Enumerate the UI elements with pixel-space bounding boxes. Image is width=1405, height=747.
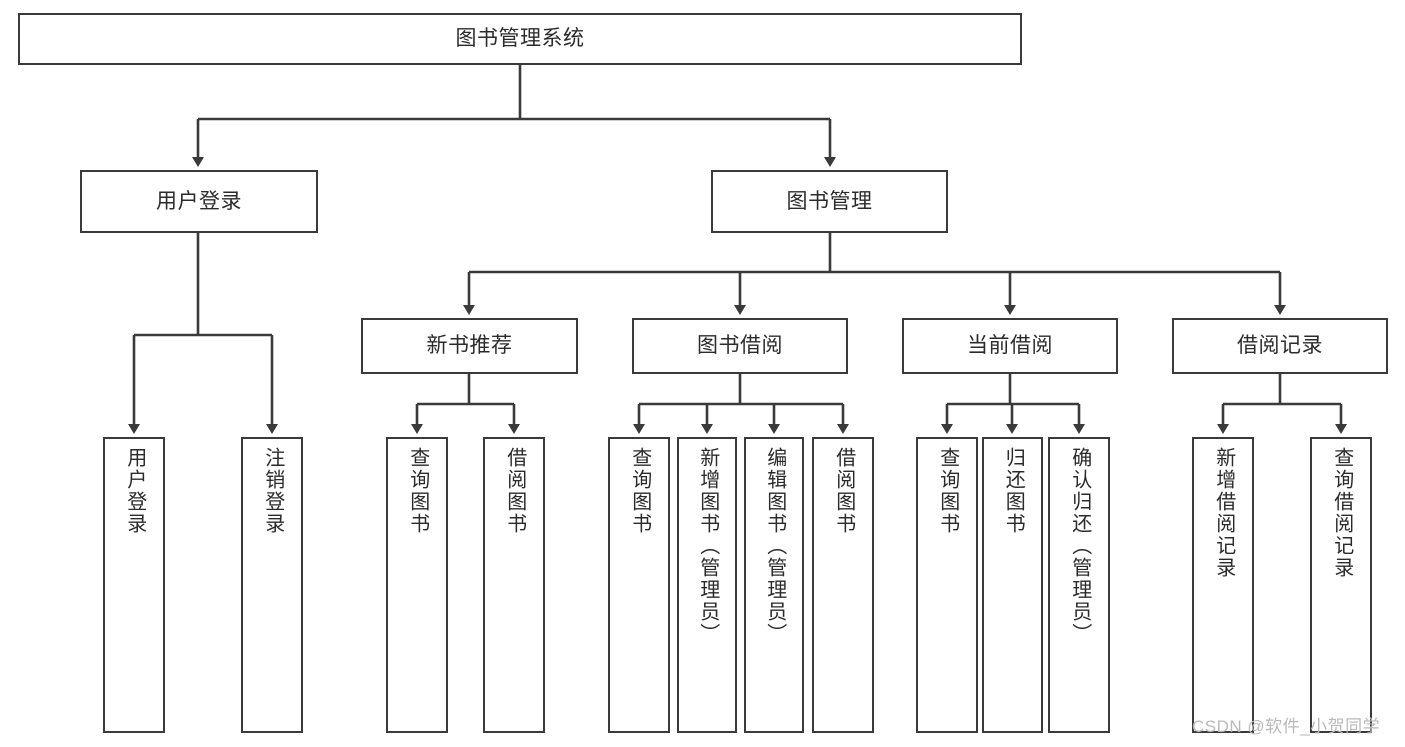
leaf-label: 归还图书 xyxy=(1002,447,1025,535)
leaf-return-book[interactable]: 归还图书 xyxy=(982,437,1043,733)
leaf-label: 注销登录 xyxy=(261,447,284,535)
csdn-watermark: CSDN @软件_小贺同学 xyxy=(1192,717,1381,736)
node-root-system[interactable]: 图书管理系统 xyxy=(18,13,1022,65)
leaf-label: 新增图书（管理员） xyxy=(696,447,719,645)
leaf-query-book-current[interactable]: 查询图书 xyxy=(916,437,978,733)
node-user-login[interactable]: 用户登录 xyxy=(80,170,318,233)
leaf-query-borrow-record[interactable]: 查询借阅记录 xyxy=(1310,437,1372,733)
node-label: 借阅记录 xyxy=(1237,334,1323,358)
leaf-label: 查询图书 xyxy=(406,447,429,535)
leaf-query-book-borrow[interactable]: 查询图书 xyxy=(608,437,670,733)
node-current-borrow[interactable]: 当前借阅 xyxy=(902,318,1118,374)
leaf-label: 编辑图书（管理员） xyxy=(763,447,786,645)
leaf-edit-book-admin[interactable]: 编辑图书（管理员） xyxy=(744,437,804,733)
leaf-label: 确认归还（管理员） xyxy=(1068,447,1091,645)
node-book-management[interactable]: 图书管理 xyxy=(711,170,948,233)
node-label: 图书借阅 xyxy=(697,334,783,358)
leaf-confirm-return-admin[interactable]: 确认归还（管理员） xyxy=(1048,437,1110,733)
leaf-label: 用户登录 xyxy=(123,447,146,535)
node-borrow-record[interactable]: 借阅记录 xyxy=(1172,318,1388,374)
leaf-add-book-admin[interactable]: 新增图书（管理员） xyxy=(677,437,737,733)
node-label: 新书推荐 xyxy=(426,334,513,358)
leaf-label: 借阅图书 xyxy=(832,447,855,535)
leaf-borrow-book-recommend[interactable]: 借阅图书 xyxy=(483,437,545,733)
leaf-query-book-recommend[interactable]: 查询图书 xyxy=(386,437,448,733)
leaf-label: 查询图书 xyxy=(936,447,959,535)
leaf-add-borrow-record[interactable]: 新增借阅记录 xyxy=(1192,437,1254,733)
node-new-book-recommend[interactable]: 新书推荐 xyxy=(361,318,578,374)
leaf-label: 新增借阅记录 xyxy=(1212,447,1235,579)
node-label: 图书管理系统 xyxy=(455,27,585,51)
leaf-user-login[interactable]: 用户登录 xyxy=(103,437,165,733)
node-label: 用户登录 xyxy=(156,189,242,213)
leaf-borrow-book[interactable]: 借阅图书 xyxy=(812,437,874,733)
node-book-borrow[interactable]: 图书借阅 xyxy=(632,318,848,374)
node-label: 图书管理 xyxy=(786,189,873,213)
leaf-logout[interactable]: 注销登录 xyxy=(241,437,303,733)
leaf-label: 查询图书 xyxy=(628,447,651,535)
leaf-label: 查询借阅记录 xyxy=(1330,447,1353,579)
leaf-label: 借阅图书 xyxy=(503,447,526,535)
node-label: 当前借阅 xyxy=(967,334,1053,358)
